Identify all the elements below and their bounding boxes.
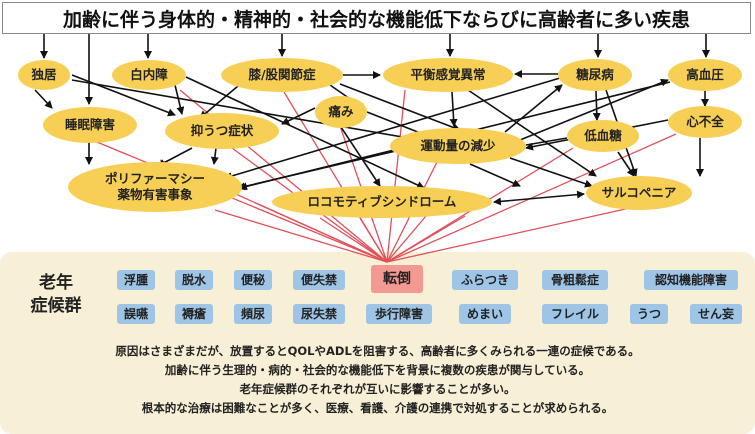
- node-label: 糖尿病: [576, 67, 614, 83]
- relation-line: [525, 137, 568, 146]
- relation-arrow: [449, 91, 458, 127]
- description-line: 老年症候群のそれぞれが互いに影響することが多い。: [239, 382, 516, 396]
- node-suimin: 睡眠障害: [43, 107, 137, 143]
- tag-fushu: 浮腫: [117, 270, 155, 290]
- node-label: 心不全: [686, 114, 724, 130]
- tag-dassui: 脱水: [175, 270, 213, 290]
- node-locomo: ロコモティブシンドローム: [272, 186, 492, 218]
- node-dokkyo: 独居: [18, 60, 70, 90]
- tag-utsu: うつ: [630, 304, 668, 324]
- node-heiko: 平衡感覚異常: [383, 58, 513, 92]
- relation-arrow: [504, 84, 563, 133]
- relation-arrow: [592, 90, 601, 121]
- description-line: 原因はさまざまだが、放置するとQOLやADLを阻害する、高齢者に多くみられる一連…: [115, 344, 640, 358]
- geriatric-syndrome-title: 老年 症候群: [26, 272, 86, 318]
- tag-tento: 転倒: [371, 265, 423, 293]
- red-link-line: [386, 215, 427, 263]
- relation-arrow: [237, 149, 401, 191]
- red-link-line: [91, 139, 388, 263]
- relation-arrow: [210, 147, 219, 165]
- tag-benpi: 便秘: [234, 270, 272, 290]
- relation-arrow: [199, 85, 239, 119]
- red-link-line: [214, 209, 388, 263]
- node-label: 痛み: [328, 104, 354, 120]
- node-undo: 運動量の減少: [390, 128, 526, 164]
- node-koketsuatsu: 高血圧: [668, 59, 742, 91]
- tag-senmo: せん妄: [690, 304, 742, 324]
- node-label: 低血糖: [584, 128, 622, 144]
- node-teiketto: 低血糖: [567, 120, 639, 152]
- description-line: 加齢に伴う生理的・病的・社会的な機能低下を背景に複数の疾患が関与している。: [164, 363, 591, 377]
- diagram-title: 加齢に伴う身体的・精神的・社会的な機能低下ならびに高齢者に多い疾患: [2, 2, 751, 34]
- tag-jokuso: 褥瘡: [175, 304, 213, 324]
- title-line: 症候群: [30, 295, 82, 316]
- red-link-line: [257, 203, 388, 263]
- relation-arrow: [509, 157, 593, 188]
- red-link-line: [359, 217, 388, 263]
- node-sarcopenia: サルコペニア: [586, 176, 692, 210]
- relation-arrow: [339, 83, 461, 132]
- node-label: 高血圧: [686, 67, 724, 83]
- tag-ben-shikkin: 便失禁: [293, 270, 345, 290]
- node-label: 運動量の減少: [420, 138, 496, 154]
- red-link-line: [386, 207, 631, 263]
- tag-goen: 誤嚥: [117, 304, 155, 324]
- description: 原因はさまざまだが、放置するとQOLやADLを阻害する、高齢者に多くみられる一連…: [0, 342, 755, 418]
- relation-arrow: [519, 78, 669, 141]
- relation-arrow: [71, 74, 176, 117]
- relation-arrow: [334, 117, 381, 187]
- node-label: 白内障: [130, 67, 168, 83]
- node-label: 抑うつ症状: [190, 123, 254, 139]
- node-kansetsu: 膝/股関節症: [221, 58, 343, 92]
- relation-arrow: [71, 79, 421, 143]
- tag-hinnyo: 頻尿: [234, 304, 272, 324]
- bidirectional-arrow: [493, 190, 585, 206]
- node-shinfuzen: 心不全: [668, 106, 742, 138]
- tag-frailty: フレイル: [542, 304, 608, 324]
- node-yokutsu: 抑うつ症状: [165, 113, 279, 149]
- node-label: サルコペニア: [601, 185, 677, 201]
- tag-kotsusoshosho: 骨粗鬆症: [542, 270, 608, 290]
- red-link-line: [386, 89, 406, 263]
- node-label: 睡眠障害: [64, 117, 115, 133]
- relation-arrow: [617, 151, 635, 177]
- node-tonyo: 糖尿病: [558, 59, 632, 91]
- relation-arrow: [464, 87, 597, 177]
- node-label: ポリファーマシー薬物有害事象: [104, 171, 205, 202]
- node-label: 膝/股関節症: [248, 67, 316, 83]
- node-polypharmacy: ポリファーマシー薬物有害事象: [68, 162, 242, 212]
- relation-arrow: [224, 77, 561, 180]
- tag-hoko-shogai: 歩行障害: [366, 304, 432, 324]
- tag-furatsuki: ふらつき: [452, 270, 518, 290]
- relation-arrow: [469, 163, 521, 187]
- node-label: 平衡感覚異常: [410, 67, 486, 83]
- relation-arrow: [174, 84, 185, 115]
- node-label: ロコモティブシンドローム: [307, 194, 457, 210]
- tag-nyo-shikkin: 尿失禁: [293, 304, 345, 324]
- description-line: 根本的な治療は困難なことが多く、医療、看護、介護の連携で対処することが求められる…: [141, 401, 614, 415]
- tag-memai: めまい: [459, 304, 511, 324]
- node-itami: 痛み: [315, 96, 367, 128]
- red-link-line: [319, 217, 388, 263]
- node-label: 独居: [31, 67, 57, 83]
- title-line: 老年: [39, 273, 73, 293]
- tag-ninchi: 認知機能障害: [644, 270, 738, 290]
- relation-arrow: [34, 89, 53, 109]
- relation-arrow: [281, 107, 316, 125]
- node-hakunaisho: 白内障: [112, 60, 186, 90]
